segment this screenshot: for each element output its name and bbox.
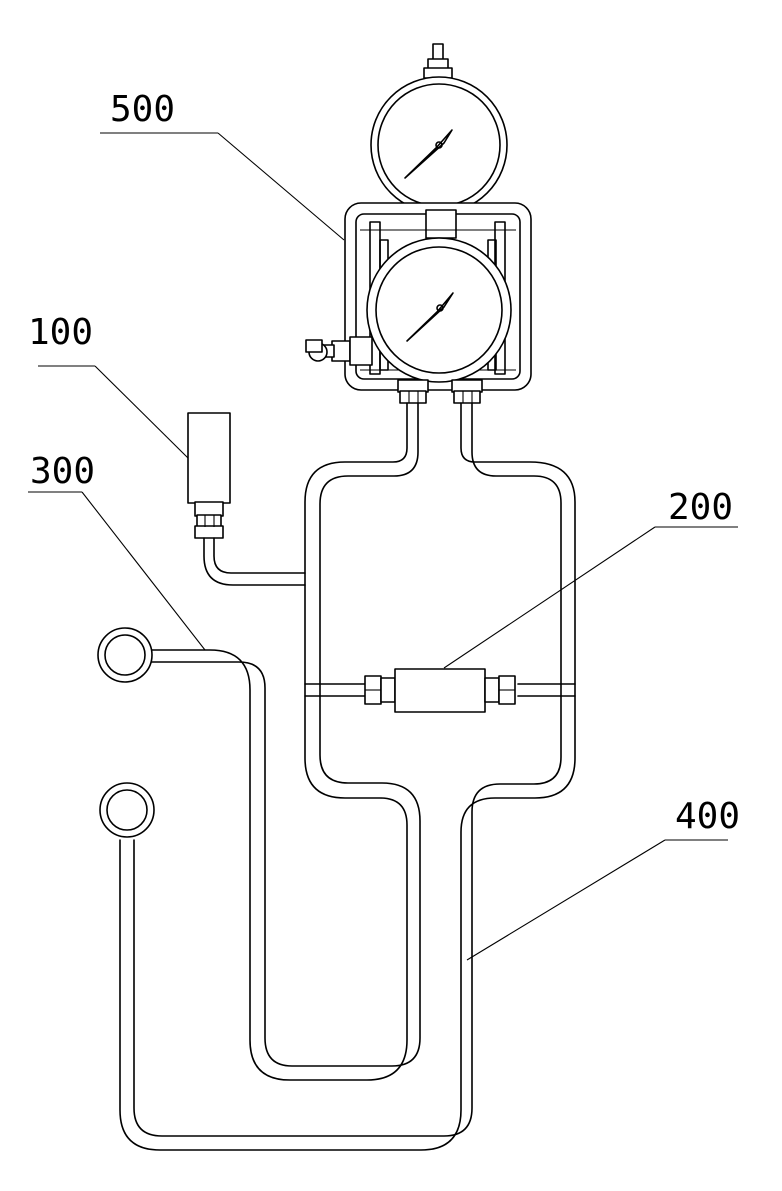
hose-coupler-upper	[98, 628, 152, 682]
upper-pressure-gauge	[371, 77, 507, 213]
label-sensor: 100	[28, 312, 93, 353]
gauge-assembly	[306, 44, 531, 403]
label-filter: 200	[668, 487, 733, 528]
inline-filter	[365, 669, 515, 712]
side-valve	[306, 337, 372, 365]
label-gauge-panel: 500	[110, 89, 175, 130]
outlet-fitting-left	[398, 380, 428, 403]
pipe-loop	[120, 403, 575, 1150]
lower-pressure-gauge	[367, 238, 511, 382]
label-hose-coupler: 300	[30, 451, 95, 492]
top-valve-knob	[424, 44, 452, 78]
hose-coupler-lower	[100, 783, 154, 837]
label-pipe: 400	[675, 796, 740, 837]
sensor-device	[188, 413, 305, 585]
outlet-fitting-right	[452, 380, 482, 403]
